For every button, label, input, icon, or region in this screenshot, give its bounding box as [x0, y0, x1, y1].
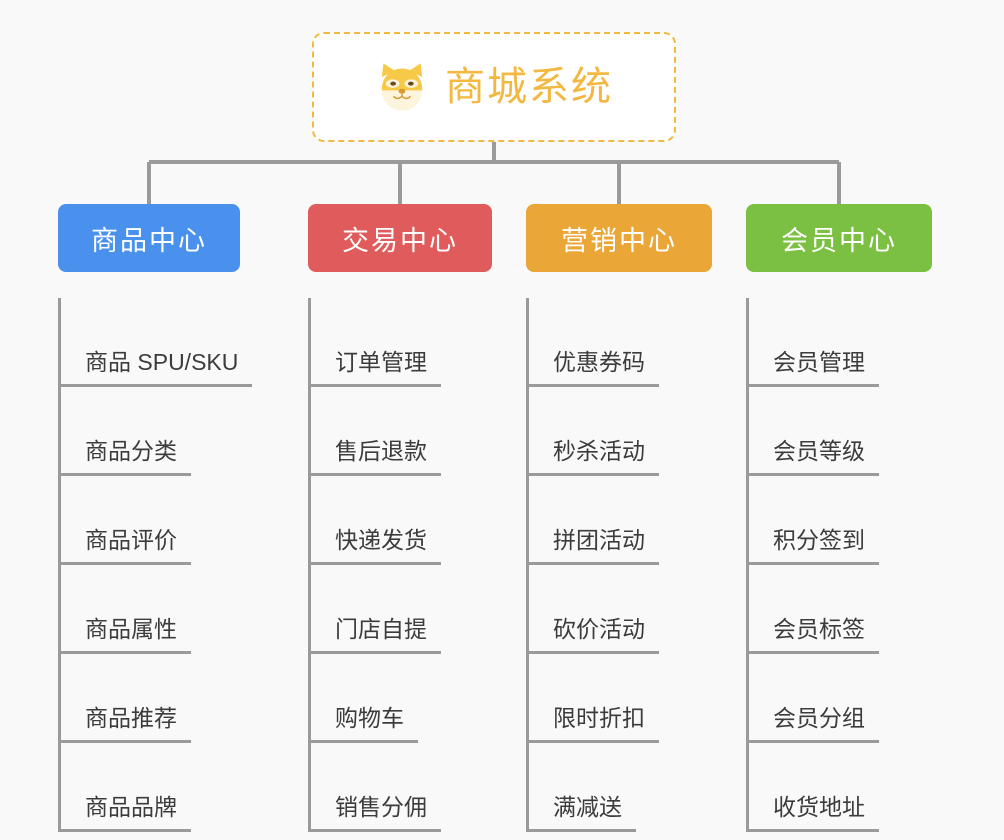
root-node[interactable]: 商城系统: [312, 32, 676, 142]
leaf-item-label: 会员标签: [767, 615, 879, 654]
branch-trade-center: 交易中心订单管理售后退款快递发货门店自提购物车销售分佣: [308, 204, 492, 832]
leaf-item[interactable]: 满减送: [529, 743, 712, 832]
leaf-item[interactable]: 商品评价: [61, 476, 240, 565]
root-title: 商城系统: [445, 65, 613, 109]
branch-header-trade-center[interactable]: 交易中心: [308, 204, 492, 272]
leaf-item[interactable]: 商品推荐: [61, 654, 240, 743]
leaf-item[interactable]: 砍价活动: [529, 565, 712, 654]
branch-marketing-center: 营销中心优惠券码秒杀活动拼团活动砍价活动限时折扣满减送: [526, 204, 712, 832]
leaf-item-label: 商品品牌: [79, 793, 191, 832]
leaf-item[interactable]: 拼团活动: [529, 476, 712, 565]
leaf-list-product-center: 商品 SPU/SKU 商品分类商品评价商品属性商品推荐商品品牌: [58, 298, 253, 832]
leaf-item[interactable]: 秒杀活动: [529, 387, 712, 476]
branch-header-member-center[interactable]: 会员中心: [746, 204, 932, 272]
leaf-item-label: 商品评价: [79, 526, 191, 565]
branch-header-product-center[interactable]: 商品中心: [58, 204, 240, 272]
leaf-item-label: 会员等级: [767, 437, 879, 476]
leaf-item[interactable]: 门店自提: [311, 565, 492, 654]
leaf-item[interactable]: 售后退款: [311, 387, 492, 476]
leaf-item-label: 砍价活动: [547, 615, 659, 654]
leaf-item-label: 门店自提: [329, 615, 441, 654]
leaf-item[interactable]: 商品品牌: [61, 743, 240, 832]
leaf-item-label: 秒杀活动: [547, 437, 659, 476]
leaf-item-label: 商品推荐: [79, 704, 191, 743]
leaf-item-label: 售后退款: [329, 437, 441, 476]
leaf-item[interactable]: 销售分佣: [311, 743, 492, 832]
branch-header-marketing-center[interactable]: 营销中心: [526, 204, 712, 272]
leaf-item[interactable]: 商品属性: [61, 565, 240, 654]
leaf-item-label: 购物车: [329, 704, 418, 743]
leaf-item-label: 订单管理: [329, 348, 441, 387]
leaf-item-label: 积分签到: [767, 526, 879, 565]
leaf-item-label: 会员管理: [767, 348, 879, 387]
leaf-item-label: 限时折扣: [547, 704, 659, 743]
leaf-item-label: 快递发货: [329, 526, 441, 565]
leaf-item-label: 商品 SPU/SKU: [79, 348, 253, 387]
leaf-item[interactable]: 购物车: [311, 654, 492, 743]
leaf-list-marketing-center: 优惠券码秒杀活动拼团活动砍价活动限时折扣满减送: [526, 298, 712, 832]
leaf-item[interactable]: 订单管理: [311, 298, 492, 387]
leaf-item[interactable]: 会员管理: [749, 298, 932, 387]
leaf-item-label: 满减送: [547, 793, 636, 832]
leaf-item[interactable]: 商品 SPU/SKU: [61, 298, 253, 387]
leaf-item-label: 销售分佣: [329, 793, 441, 832]
shiba-dog-face-icon: [381, 63, 423, 111]
leaf-item[interactable]: 快递发货: [311, 476, 492, 565]
leaf-item-label: 优惠券码: [547, 348, 659, 387]
leaf-item[interactable]: 会员标签: [749, 565, 932, 654]
leaf-item[interactable]: 收货地址: [749, 743, 932, 832]
leaf-item[interactable]: 会员等级: [749, 387, 932, 476]
leaf-item-label: 收货地址: [767, 793, 879, 832]
leaf-item[interactable]: 商品分类: [61, 387, 240, 476]
leaf-item[interactable]: 优惠券码: [529, 298, 712, 387]
leaf-item-label: 商品属性: [79, 615, 191, 654]
leaf-item[interactable]: 限时折扣: [529, 654, 712, 743]
leaf-list-member-center: 会员管理会员等级积分签到会员标签会员分组收货地址: [746, 298, 932, 832]
branch-member-center: 会员中心会员管理会员等级积分签到会员标签会员分组收货地址: [746, 204, 932, 832]
leaf-item-label: 商品分类: [79, 437, 191, 476]
leaf-item-label: 会员分组: [767, 704, 879, 743]
leaf-item-label: 拼团活动: [547, 526, 659, 565]
branch-product-center: 商品中心商品 SPU/SKU 商品分类商品评价商品属性商品推荐商品品牌: [58, 204, 253, 832]
leaf-item[interactable]: 会员分组: [749, 654, 932, 743]
leaf-list-trade-center: 订单管理售后退款快递发货门店自提购物车销售分佣: [308, 298, 492, 832]
leaf-item[interactable]: 积分签到: [749, 476, 932, 565]
